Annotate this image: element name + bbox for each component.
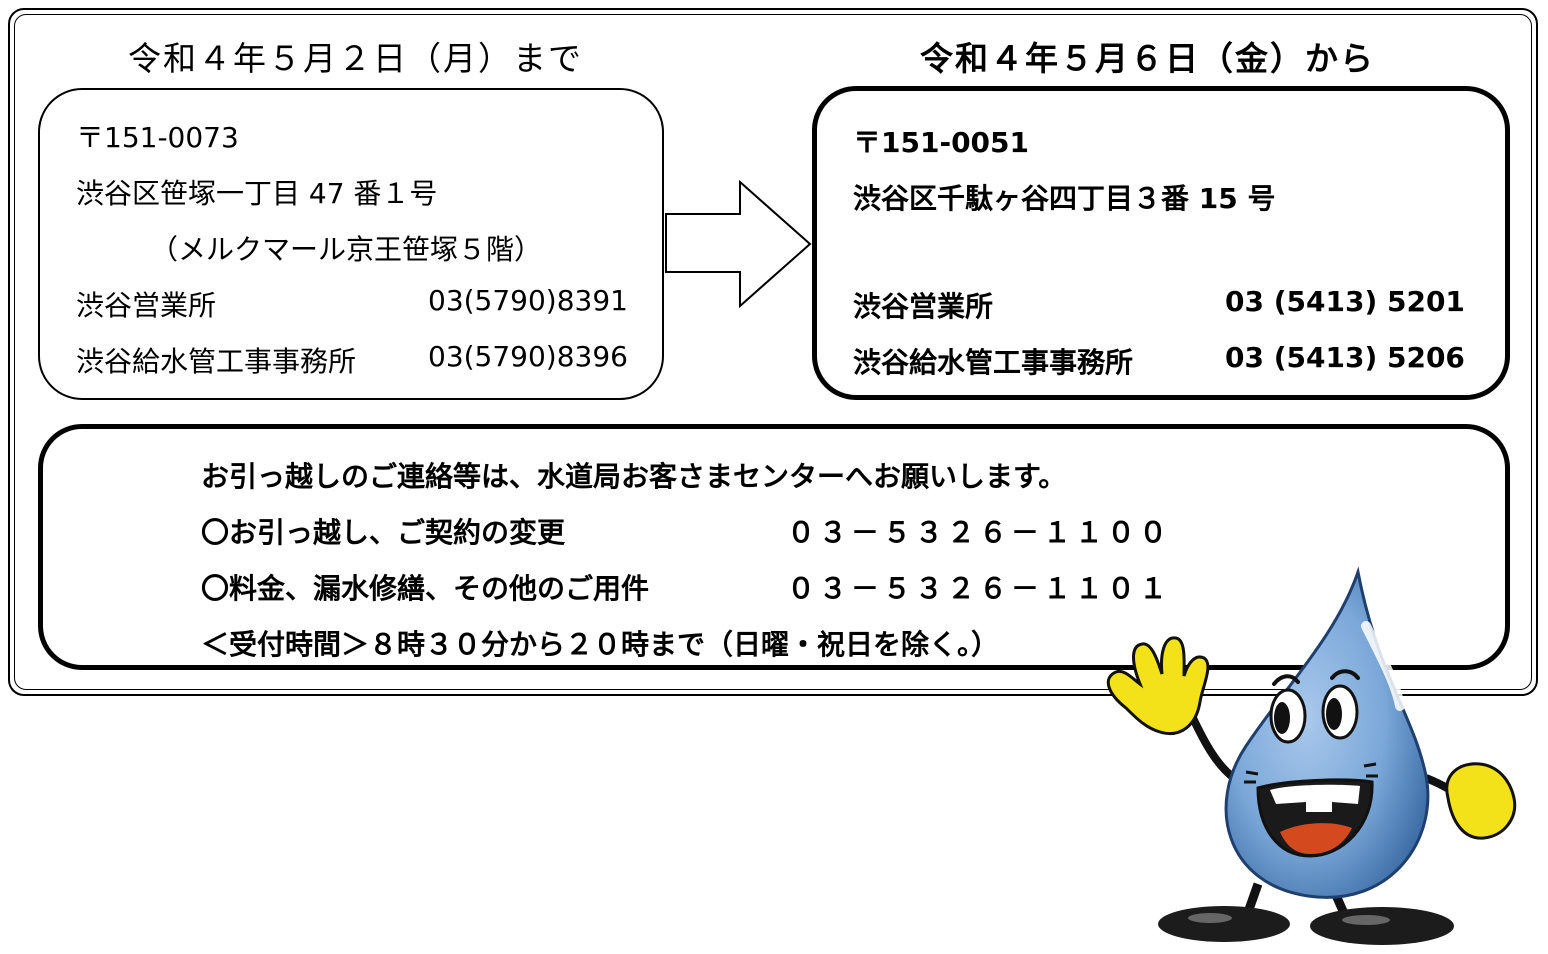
- new-office-box: 〒151-0051 渋谷区千駄ヶ谷四丁目３番 15 号 渋谷営業所 03 (54…: [812, 86, 1510, 400]
- old-office2-phone: 03(5790)8396: [428, 340, 628, 373]
- contact-item2-label: 〇料金、漏水修繕、その他のご用件: [201, 572, 650, 605]
- contact-item1-phone: ０３－５３２６－１１００: [787, 516, 1172, 549]
- old-building: （メルクマール京王笹塚５階）: [150, 233, 543, 266]
- right-arrow-icon: [665, 180, 812, 308]
- old-office-heading: 令和４年５月２日（月）まで: [128, 39, 583, 78]
- old-office-box: 〒151-0073 渋谷区笹塚一丁目 47 番１号 （メルクマール京王笹塚５階）…: [38, 88, 664, 400]
- new-office1-phone: 03 (5413) 5201: [1225, 285, 1465, 318]
- contact-box: お引っ越しのご連絡等は、水道局お客さまセンターへお願いします。 〇お引っ越し、ご…: [38, 424, 1510, 670]
- contact-intro: お引っ越しのご連絡等は、水道局お客さまセンターへお願いします。: [201, 460, 1067, 493]
- new-postal-code: 〒151-0051: [853, 126, 1029, 159]
- old-postal-code: 〒151-0073: [76, 121, 239, 154]
- new-office-heading: 令和４年５月６日（金）から: [920, 39, 1375, 78]
- contact-hours: ＜受付時間＞８時３０分から２０時まで（日曜・祝日を除く。）: [201, 628, 1000, 661]
- water-drop-mascot-icon: [1106, 566, 1517, 945]
- contact-item2-phone: ０３－５３２６－１１０１: [787, 572, 1172, 605]
- contact-item1-label: 〇お引っ越し、ご契約の変更: [201, 516, 566, 549]
- new-office2-phone: 03 (5413) 5206: [1225, 341, 1465, 374]
- old-office1-name: 渋谷営業所: [76, 289, 217, 322]
- old-office1-phone: 03(5790)8391: [428, 284, 628, 317]
- new-office2-name: 渋谷給水管工事事務所: [853, 346, 1134, 379]
- old-address: 渋谷区笹塚一丁目 47 番１号: [76, 177, 438, 210]
- new-address: 渋谷区千駄ヶ谷四丁目３番 15 号: [853, 182, 1276, 215]
- old-office2-name: 渋谷給水管工事事務所: [76, 345, 357, 378]
- outer-frame: [8, 8, 1538, 696]
- inner-frame: [14, 14, 1532, 690]
- new-office1-name: 渋谷営業所: [853, 290, 994, 323]
